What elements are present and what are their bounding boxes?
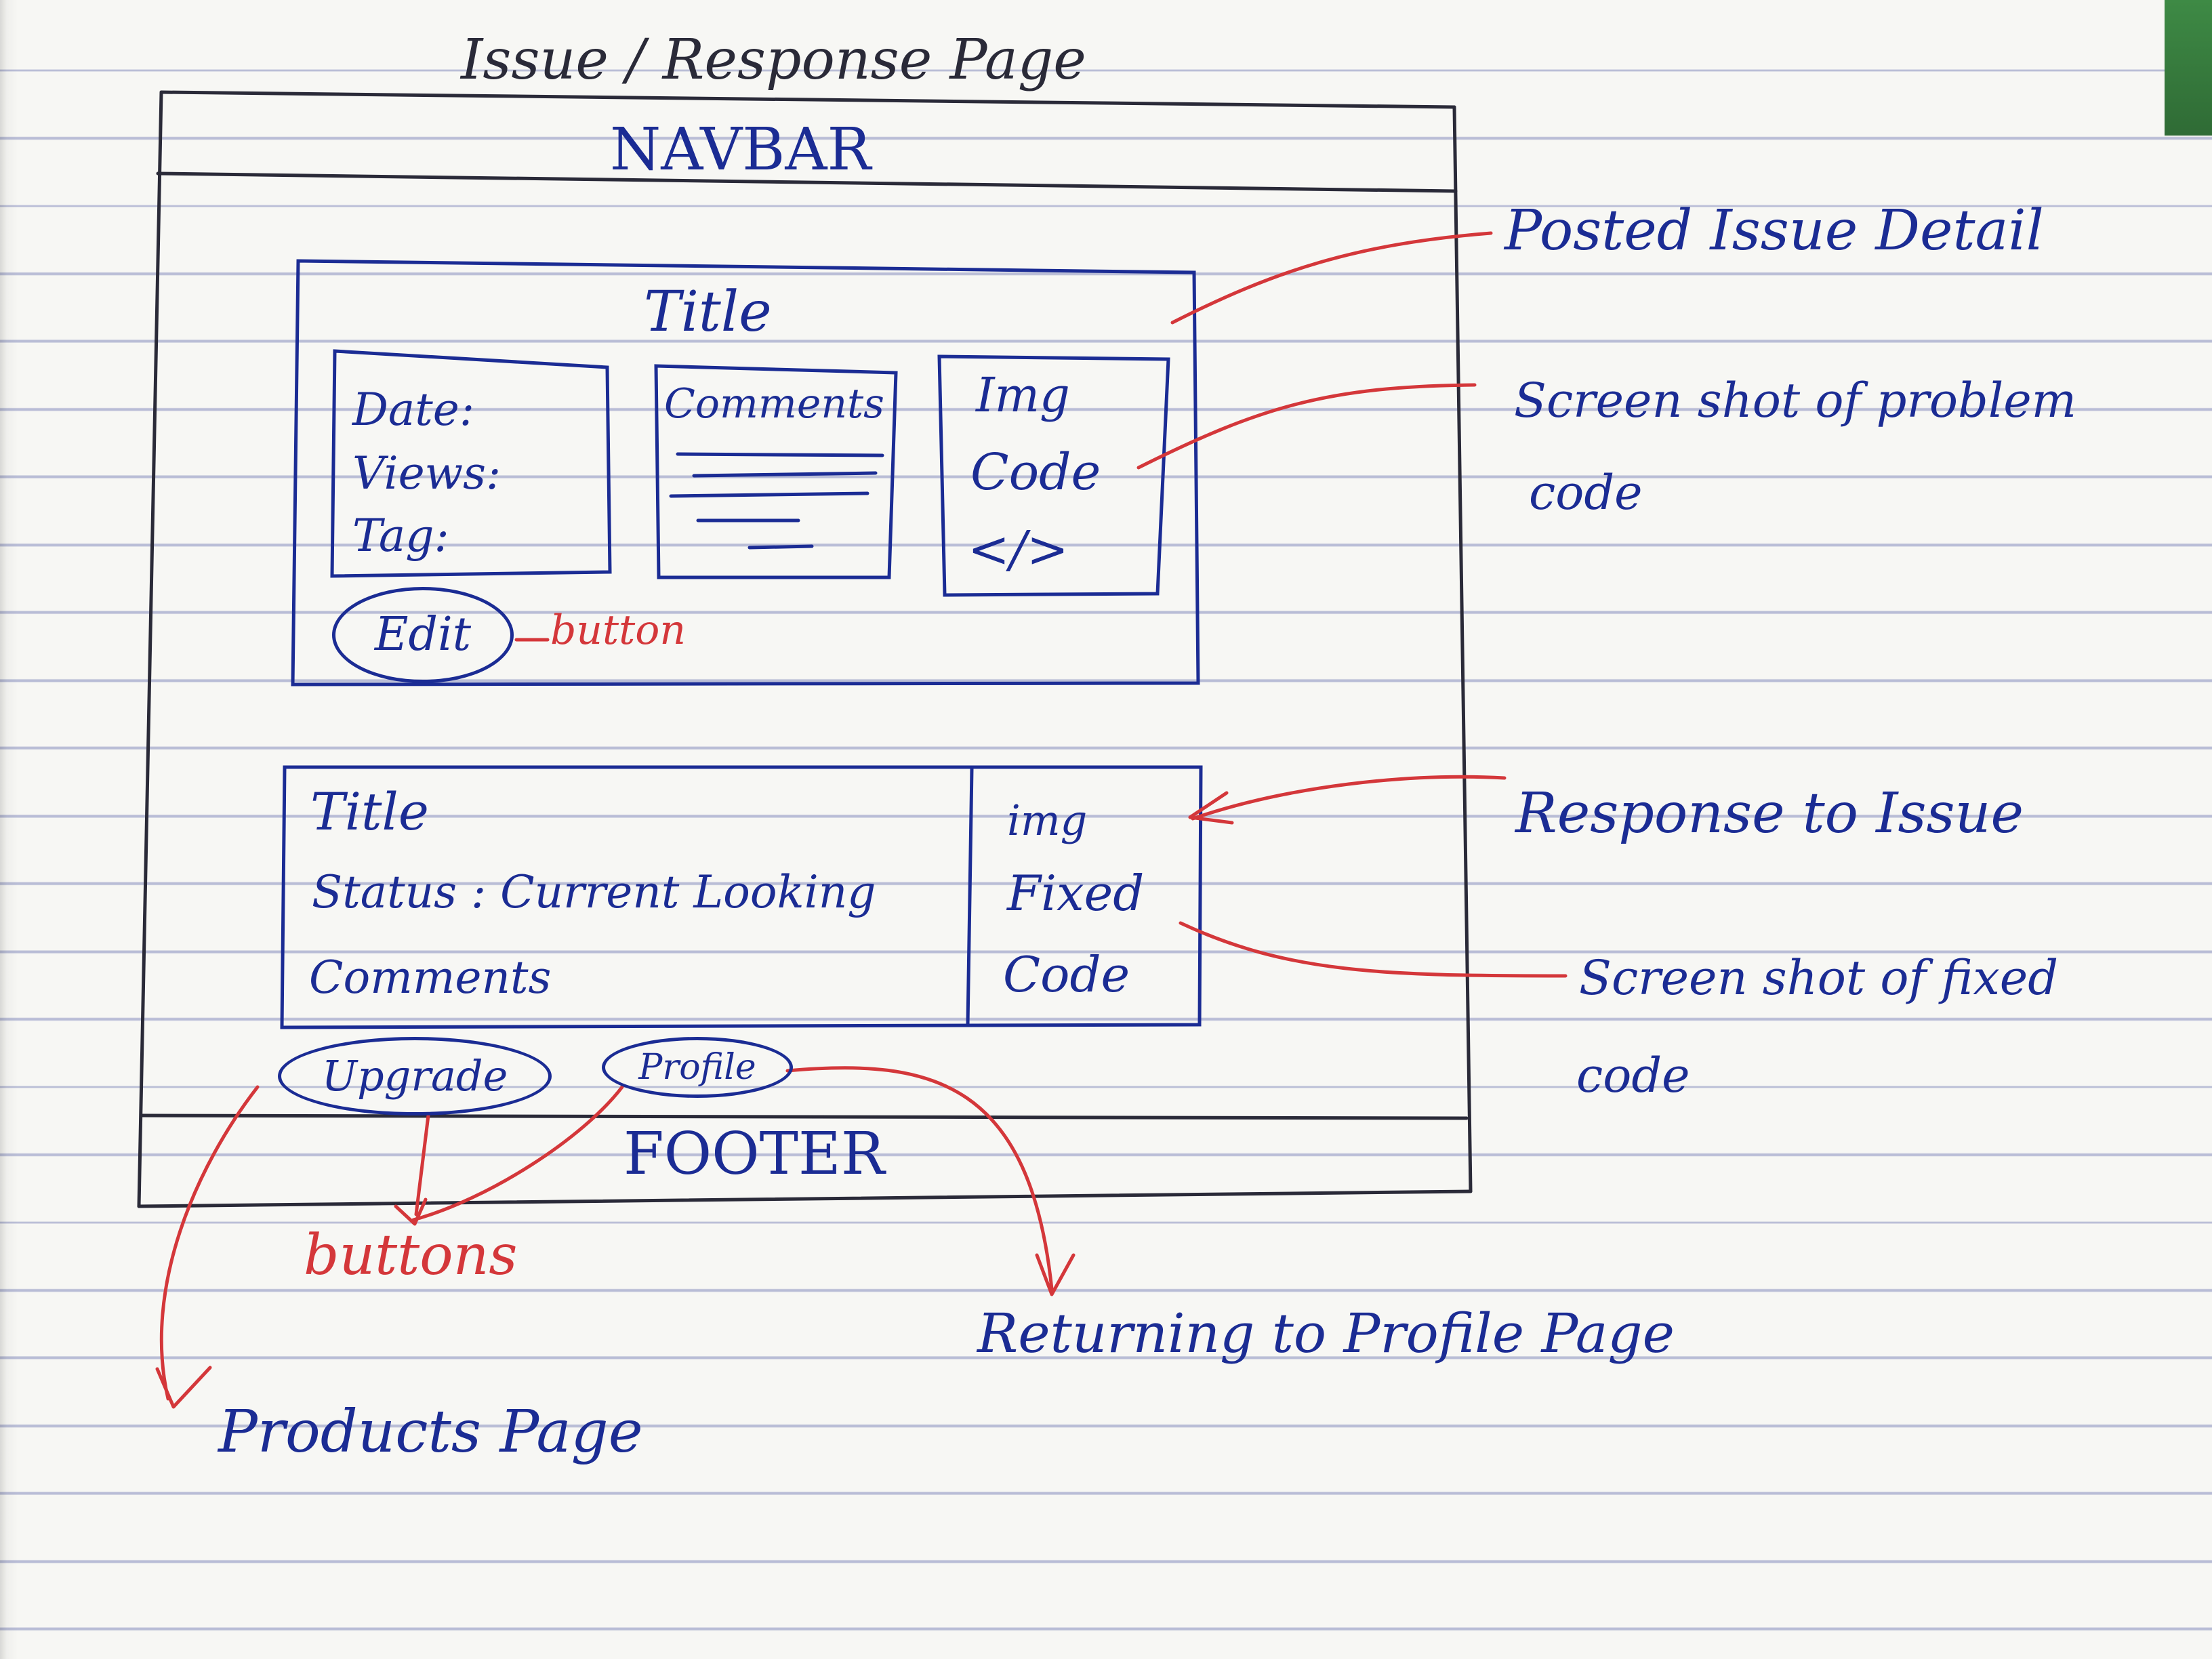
arrow-buttons-tip xyxy=(394,1197,428,1226)
arrowhead-products xyxy=(155,1366,212,1409)
issue-meta-tag: Tag: xyxy=(352,510,449,562)
comments-box xyxy=(654,364,898,579)
frame-top-edge xyxy=(159,90,1456,109)
arrow-upgrade-products xyxy=(159,1085,260,1401)
frame-bottom-edge xyxy=(137,1189,1473,1208)
frame-left-edge xyxy=(137,90,163,1208)
fixed-code-note-line1: Screen shot of fixed xyxy=(1579,950,2059,1006)
response-media-img: img xyxy=(1007,796,1088,845)
arrowhead-response xyxy=(1188,791,1234,825)
issue-title: Title xyxy=(644,280,772,344)
buttons-note: buttons xyxy=(304,1223,518,1288)
issue-meta-views: Views: xyxy=(352,447,501,499)
response-media-code: Code xyxy=(1003,946,1130,1003)
response-comments: Comments xyxy=(309,951,552,1004)
arrowhead-returning xyxy=(1035,1253,1076,1296)
edit-button-annotation: button xyxy=(550,607,687,654)
edit-button[interactable]: Edit xyxy=(332,587,514,683)
media-box xyxy=(937,354,1170,597)
problem-code-note-line2: code xyxy=(1529,465,1643,520)
issue-media-code: Code xyxy=(970,443,1101,501)
arrow-fixed-code xyxy=(1179,921,1568,978)
fixed-code-note-line2: code xyxy=(1576,1048,1690,1103)
upgrade-button[interactable]: Upgrade xyxy=(278,1037,552,1115)
arrow-upgrade-buttons xyxy=(414,1113,430,1216)
page-frame xyxy=(137,90,1473,1208)
meta-box xyxy=(330,349,612,578)
products-page-note: Products Page xyxy=(218,1398,643,1466)
issue-media-img: Img xyxy=(976,367,1070,423)
arrow-posted-issue xyxy=(1170,231,1493,325)
issue-media-code-symbol: </> xyxy=(968,520,1069,579)
response-title: Title xyxy=(310,781,429,842)
profile-button[interactable]: Profile xyxy=(602,1037,793,1098)
frame-right-edge xyxy=(1452,105,1473,1193)
comment-scribble-lines xyxy=(669,452,884,550)
response-status: Status : Current Looking xyxy=(312,866,876,918)
response-media-fixed: Fixed xyxy=(1007,865,1145,922)
arrow-problem-code xyxy=(1136,383,1477,470)
navbar-divider xyxy=(156,171,1458,193)
issue-panel-box xyxy=(291,259,1200,687)
footer-divider xyxy=(140,1113,1469,1120)
issue-comments-label: Comments xyxy=(664,380,884,428)
arrow-profile-buttons xyxy=(411,1085,624,1222)
annotation-arrows xyxy=(155,231,1568,1409)
posted-issue-detail-note: Posted Issue Detail xyxy=(1504,199,2044,263)
arrow-response xyxy=(1191,775,1507,821)
response-to-issue-note: Response to Issue xyxy=(1515,781,2024,846)
green-notebook-corner xyxy=(2165,0,2212,136)
response-media-divider xyxy=(966,766,974,1027)
navbar-label: NAVBAR xyxy=(610,116,872,184)
returning-to-profile-note: Returning to Profile Page xyxy=(977,1302,1675,1365)
footer-label: FOOTER xyxy=(623,1120,885,1188)
arrow-profile-returning xyxy=(785,1066,1054,1291)
problem-code-note-line1: Screen shot of problem xyxy=(1514,373,2077,428)
issue-meta-date: Date: xyxy=(352,384,475,436)
response-panel-box xyxy=(280,765,1203,1029)
page-title: Issue / Response Page xyxy=(461,28,1086,92)
